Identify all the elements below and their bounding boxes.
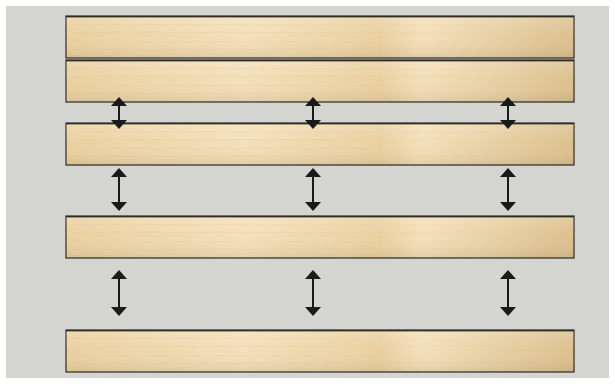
double-arrow-icon [111,97,127,129]
board-2-grain-line [67,75,573,78]
arrow-head-down [305,307,321,316]
double-arrow-icon [111,168,127,211]
arrow-head-up [500,270,516,279]
arrow-head-down [500,120,516,129]
double-arrow-icon [305,168,321,211]
arrow-head-down [111,202,127,211]
board-3-shading [66,123,574,165]
board-4-shading [66,216,574,258]
board-2-shading [66,60,574,102]
double-arrow-icon [500,270,516,316]
arrow-head-down [305,120,321,129]
double-arrow-icon [500,97,516,129]
board-5-grain-line [67,354,573,357]
board-3-grain-line [67,138,573,141]
board-5-grain-line [67,338,573,340]
board-4-grain-line [67,248,573,250]
board-1-grain-line [67,48,573,50]
board-3 [65,122,575,166]
board-1 [65,15,575,59]
double-arrow-icon [111,270,127,316]
arrow-head-up [500,97,516,106]
arrow-head-up [305,168,321,177]
board-5-grain-line [67,362,573,364]
double-arrow-icon [500,168,516,211]
arrow-head-up [305,97,321,106]
arrows-group [111,97,516,316]
board-3-grain-line [67,147,573,150]
board-4-grain-line [67,240,573,243]
double-arrow-icon [305,270,321,316]
arrow-head-down [500,202,516,211]
board-3-grain-line [67,155,573,157]
board-2-grain-line [67,68,573,70]
arrow-head-up [305,270,321,279]
arrow-head-up [111,270,127,279]
arrow-head-down [500,307,516,316]
arrow-head-down [111,120,127,129]
arrow-head-up [111,97,127,106]
board-1-grain-line [67,40,573,43]
board-2 [65,59,575,103]
board-5-grain-line [67,345,573,348]
board-4-grain-line [67,224,573,226]
board-5-shading [66,330,574,372]
board-2-grain-line [67,92,573,94]
arrow-head-down [111,307,127,316]
board-3-grain-line [67,131,573,133]
board-1-shading [66,16,574,58]
board-2-grain-line [67,84,573,87]
board-1-grain-line [67,31,573,34]
double-arrow-icon [305,97,321,129]
arrow-head-down [305,202,321,211]
board-1-grain-line [67,24,573,26]
board-4-grain-line [67,231,573,234]
boards-group [65,15,575,373]
arrow-head-up [111,168,127,177]
arrow-head-up [500,168,516,177]
board-5 [65,329,575,373]
board-4 [65,215,575,259]
